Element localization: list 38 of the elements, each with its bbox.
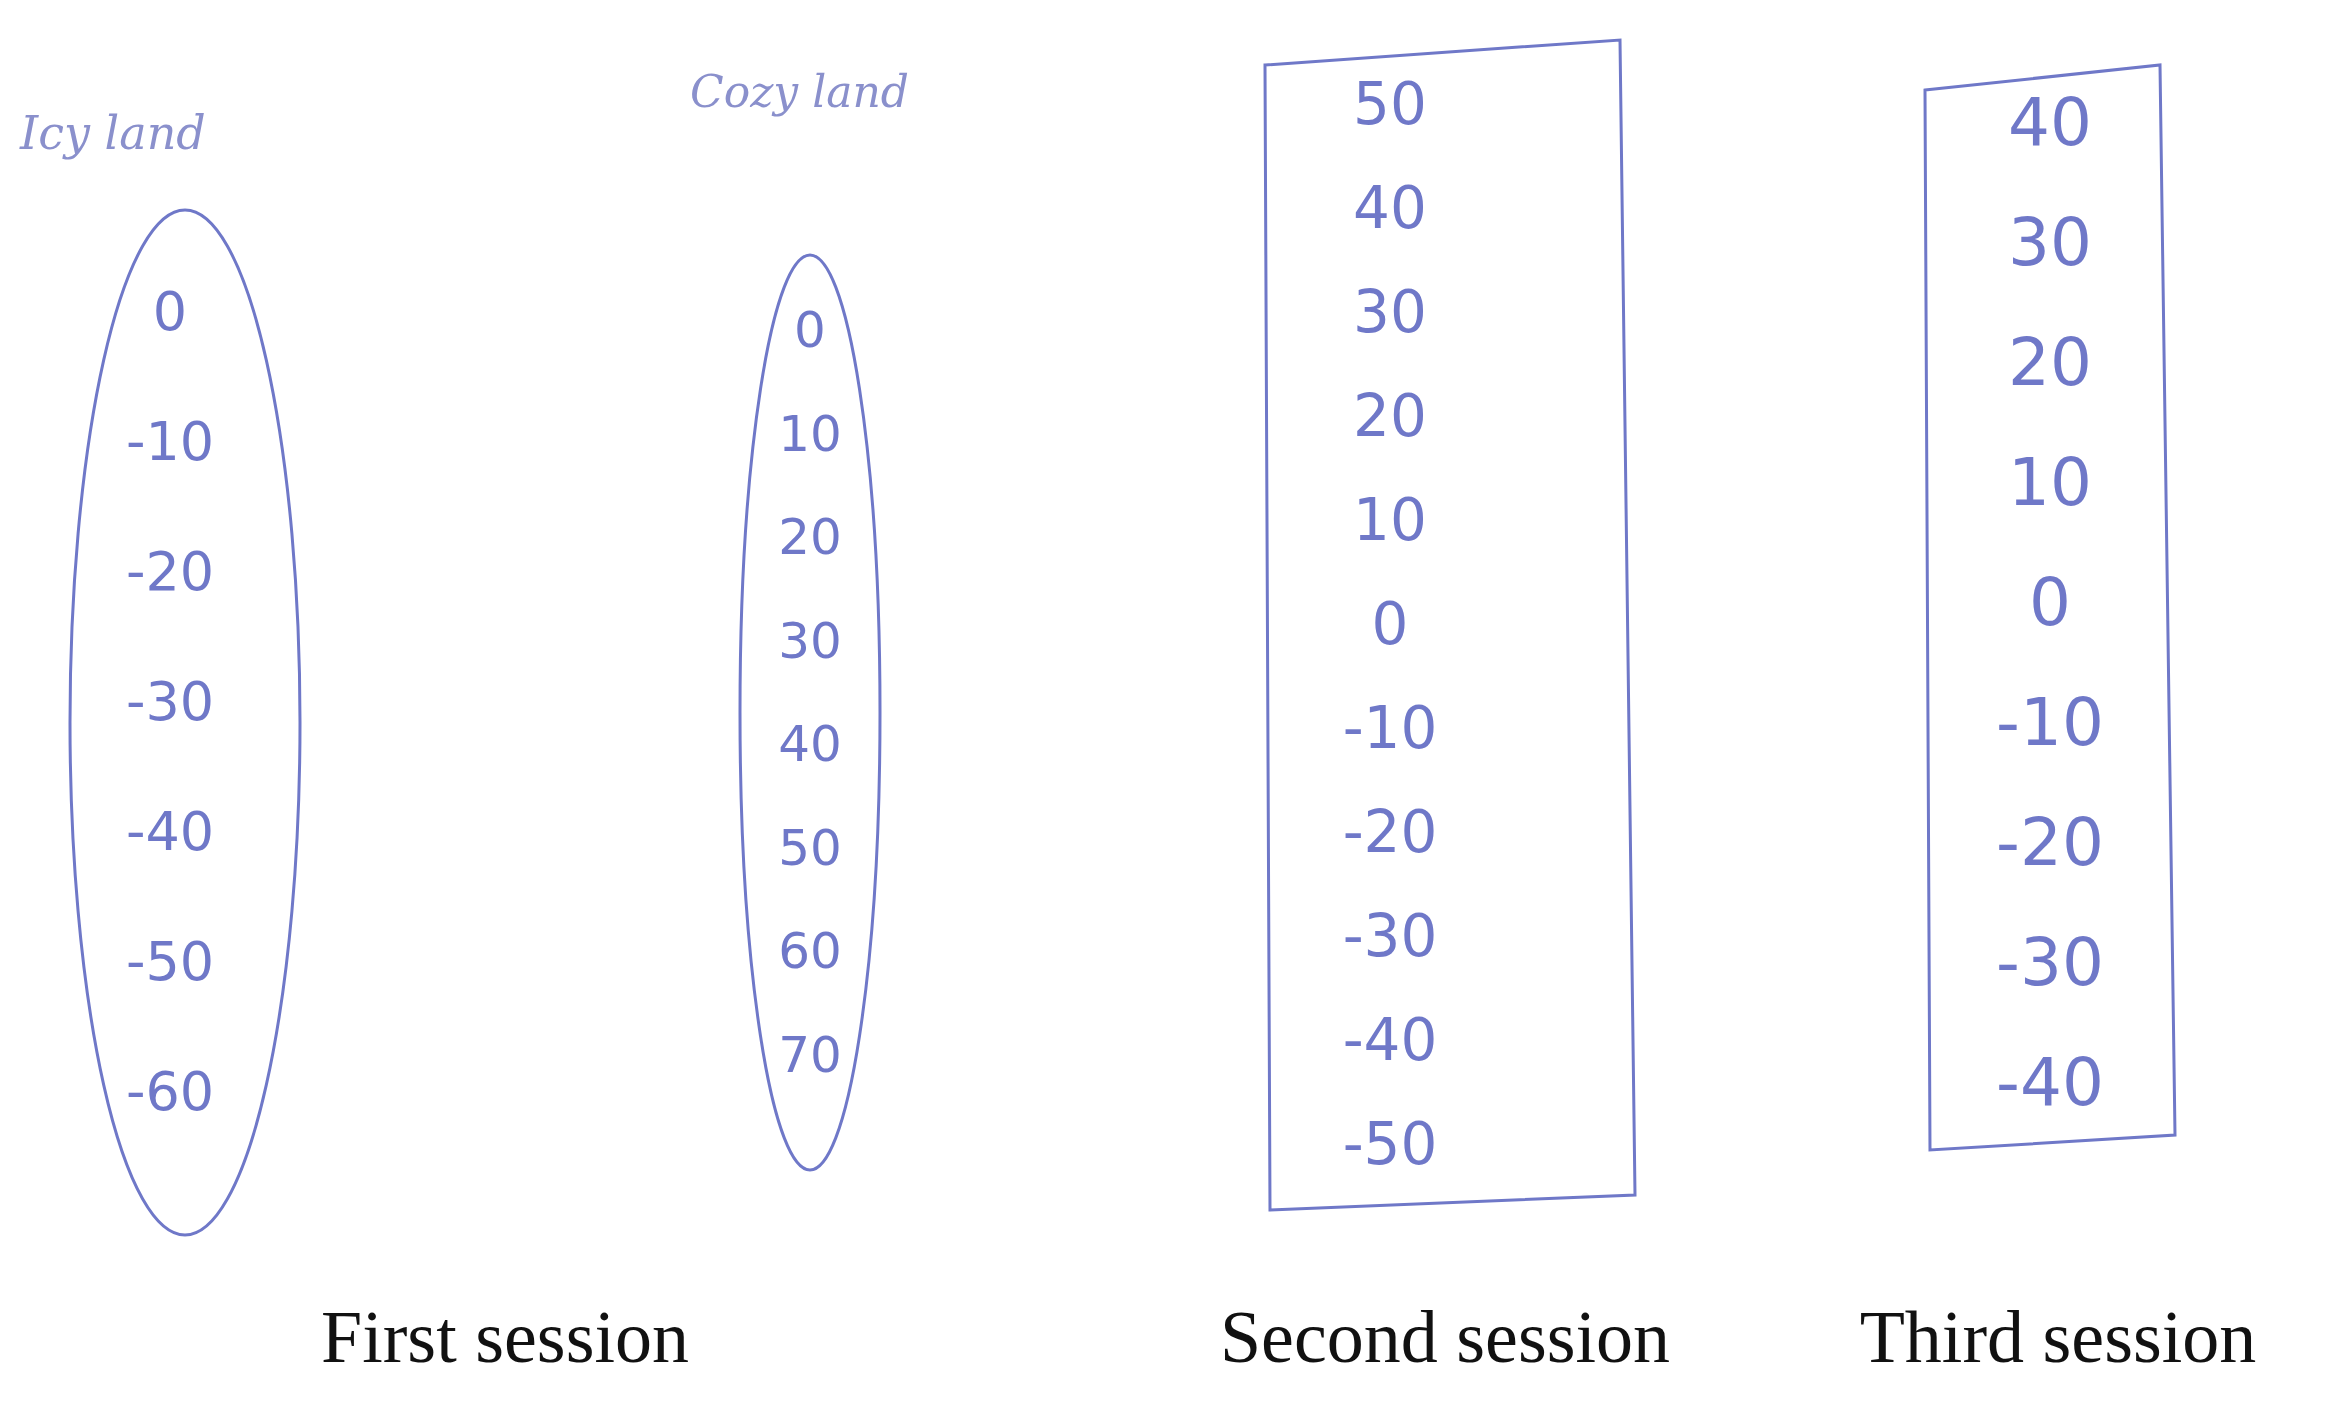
scale-number: -30: [125, 675, 215, 729]
scale-number: -10: [1342, 699, 1438, 757]
scale-number: -10: [125, 415, 215, 469]
scale-number: -20: [1996, 810, 2104, 876]
caption-text: Second session: [1219, 1300, 1671, 1374]
scale-number: -60: [125, 1065, 215, 1119]
scale-number: 20: [778, 512, 842, 563]
scale-number: 10: [2008, 450, 2092, 516]
scale-number: 20: [1353, 387, 1427, 445]
scale-number: -30: [1342, 907, 1438, 965]
scale-number: 0: [794, 305, 826, 355]
scale-number: 40: [1353, 179, 1427, 237]
scale-number: 20: [2008, 330, 2092, 396]
scale-number: -40: [1342, 1011, 1438, 1069]
scale-number: 30: [778, 615, 842, 666]
caption-text: First session: [321, 1300, 689, 1374]
scale-number: 10: [778, 408, 842, 459]
scale-number: -30: [1996, 930, 2104, 996]
scale-number: 0: [152, 285, 188, 339]
scale-number: -20: [1342, 803, 1438, 861]
scale-number: 70: [778, 1030, 842, 1080]
caption-text: Third session: [1859, 1300, 2257, 1374]
scale-number: 0: [1371, 595, 1409, 653]
scale-number: -20: [125, 545, 215, 599]
scale-number: 40: [2008, 90, 2092, 156]
scale-number: 50: [778, 822, 842, 873]
scale-number: -50: [1342, 1115, 1438, 1173]
scale-number: -40: [125, 805, 215, 859]
scale-number: 30: [1353, 283, 1427, 341]
scale-number: 10: [1353, 491, 1427, 549]
scale-number: 60: [778, 926, 842, 977]
scale-number: -50: [125, 935, 215, 989]
scale-number: 40: [778, 719, 842, 770]
scale-number: 50: [1353, 75, 1427, 133]
scale-number: 0: [2029, 570, 2071, 636]
scale-number: 30: [2008, 210, 2092, 276]
scale-number: -40: [1996, 1050, 2104, 1116]
scale-number: -10: [1996, 690, 2104, 756]
